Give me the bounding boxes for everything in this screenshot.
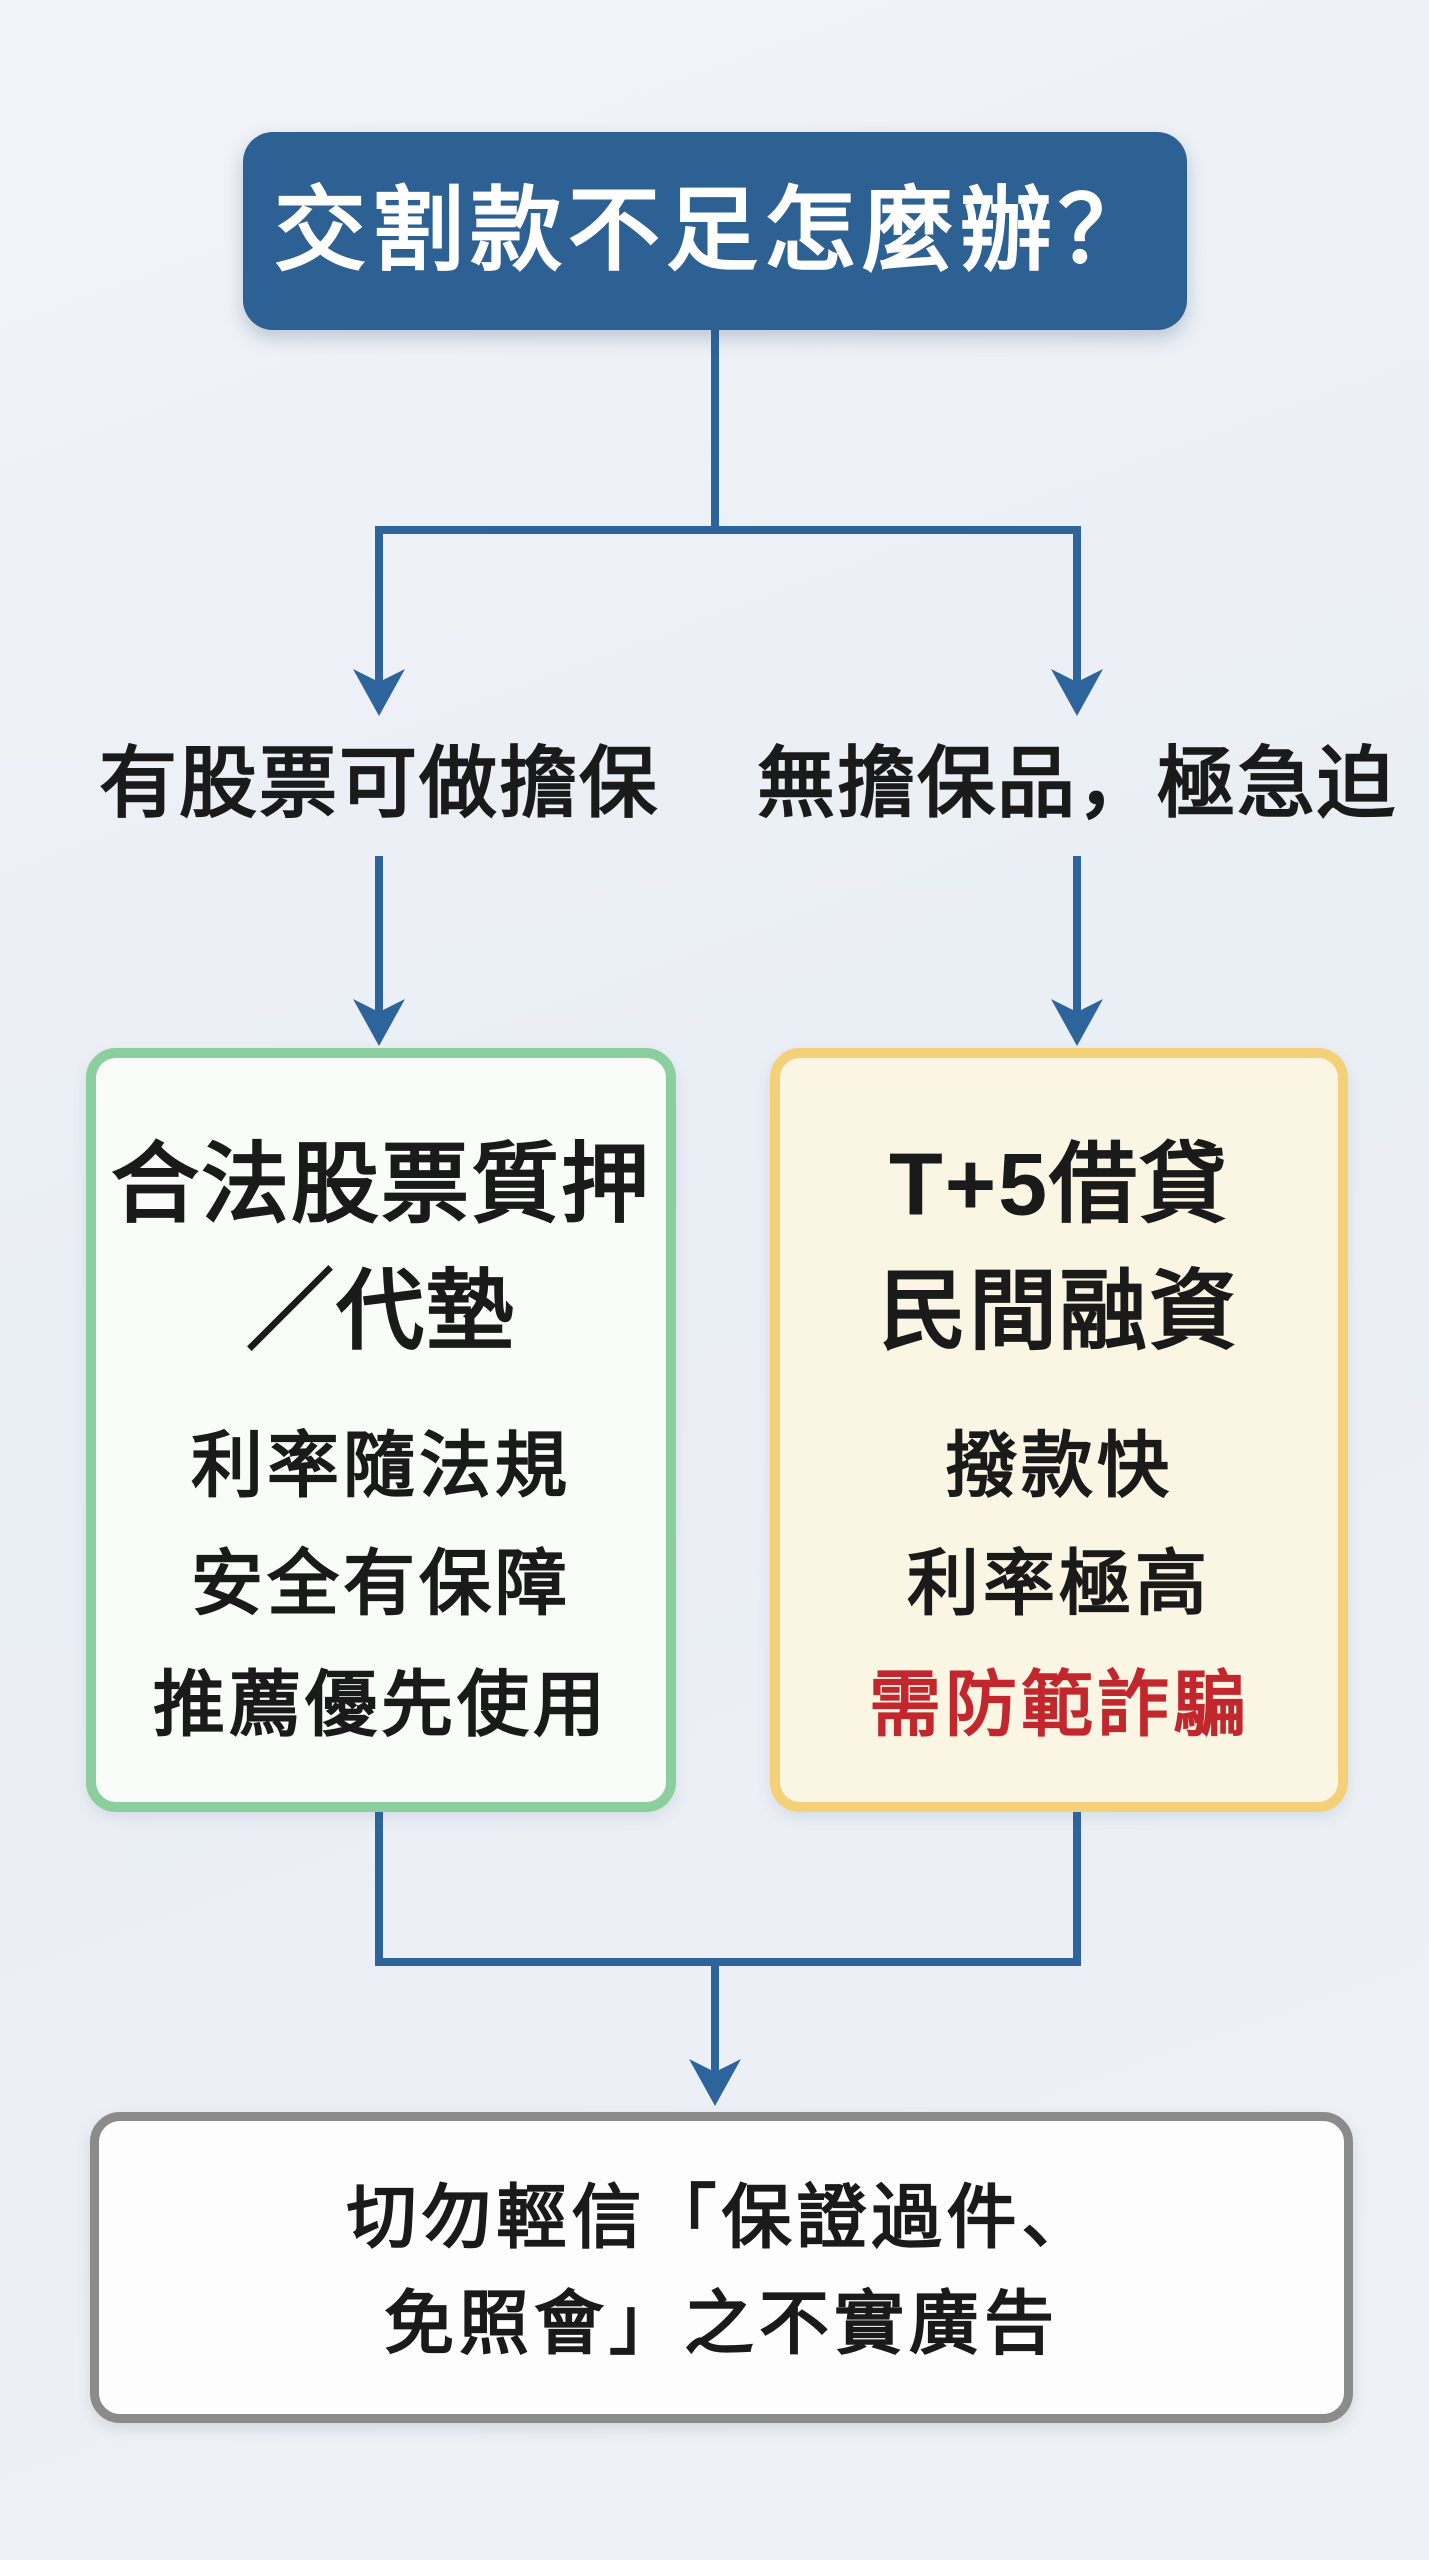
branch-condition-left: 有股票可做擔保 bbox=[98, 739, 659, 827]
card-item: 推薦優先使用 bbox=[152, 1665, 609, 1746]
arrow-down-icon bbox=[689, 2059, 741, 2106]
arrow-down-icon bbox=[353, 999, 405, 1046]
arrow-down-icon bbox=[1051, 999, 1103, 1046]
card-item: 安全有保障 bbox=[190, 1544, 571, 1625]
card-heading-line1: 合法股票質押 bbox=[110, 1134, 651, 1234]
title-box: 交割款不足怎麼辦？ bbox=[243, 132, 1187, 330]
footer-line2: 免照會」之不實廣告 bbox=[384, 2284, 1059, 2363]
card-legal-pledge: 合法股票質押 ／代墊 利率隨法規 安全有保障 推薦優先使用 bbox=[86, 1048, 676, 1812]
card-heading-line2: ／代墊 bbox=[245, 1261, 516, 1361]
warning-item: 需防範詐騙 bbox=[868, 1665, 1249, 1746]
arrow-down-icon bbox=[353, 669, 405, 716]
branch-condition-right: 無擔保品，極急迫 bbox=[756, 739, 1397, 827]
page-title: 交割款不足怎麼辦？ bbox=[273, 180, 1156, 282]
footer-line1: 切勿輕信「保證過件、 bbox=[346, 2178, 1097, 2257]
arrow-down-icon bbox=[1051, 669, 1103, 716]
card-heading-line1: T+5借貸 bbox=[888, 1134, 1230, 1234]
card-item: 利率極高 bbox=[906, 1544, 1211, 1625]
card-private-financing: T+5借貸 民間融資 撥款快 利率極高 需防範詐騙 bbox=[770, 1048, 1348, 1812]
footer-warning-box: 切勿輕信「保證過件、 免照會」之不實廣告 bbox=[90, 2112, 1353, 2423]
card-heading-line2: 民間融資 bbox=[878, 1261, 1239, 1361]
card-item: 撥款快 bbox=[944, 1426, 1173, 1507]
card-item: 利率隨法規 bbox=[190, 1426, 571, 1507]
